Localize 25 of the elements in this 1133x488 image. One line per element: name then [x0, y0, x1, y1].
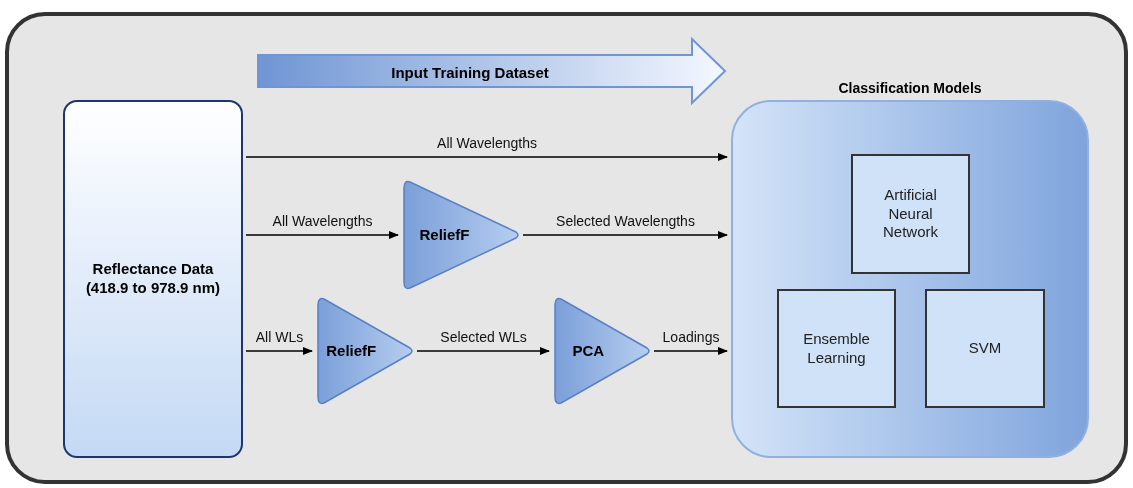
group-heading: Classification Models	[837, 79, 983, 98]
node-label: Ensemble Learning	[802, 329, 871, 368]
arrow	[245, 347, 313, 355]
data-box	[63, 100, 243, 458]
model-box	[851, 154, 970, 274]
edge-label: All Wavelengths	[435, 136, 539, 150]
edge-label: All Wavelengths	[270, 214, 375, 228]
model-box	[777, 289, 896, 408]
node-label: SVM	[967, 339, 1003, 358]
edge-label: All WLs	[253, 330, 306, 344]
edge-label: Selected Wavelengths	[554, 214, 697, 228]
node-label: Artificial Neural Network	[882, 185, 939, 243]
arrow	[653, 347, 728, 355]
arrow	[416, 347, 550, 355]
arrow	[245, 231, 399, 239]
edge-label: Loadings	[660, 330, 722, 344]
arrow	[245, 153, 728, 161]
node-label: PCA	[572, 340, 605, 361]
edge-label: Selected WLs	[438, 330, 529, 344]
arrow-caption: Input Training Dataset	[390, 63, 550, 83]
model-box	[925, 289, 1045, 408]
node-label: ReliefF	[326, 340, 377, 361]
node-label: ReliefF	[419, 224, 470, 245]
arrow	[522, 231, 728, 239]
node-label: Reflectance Data (418.9 to 978.9 nm)	[84, 260, 222, 298]
